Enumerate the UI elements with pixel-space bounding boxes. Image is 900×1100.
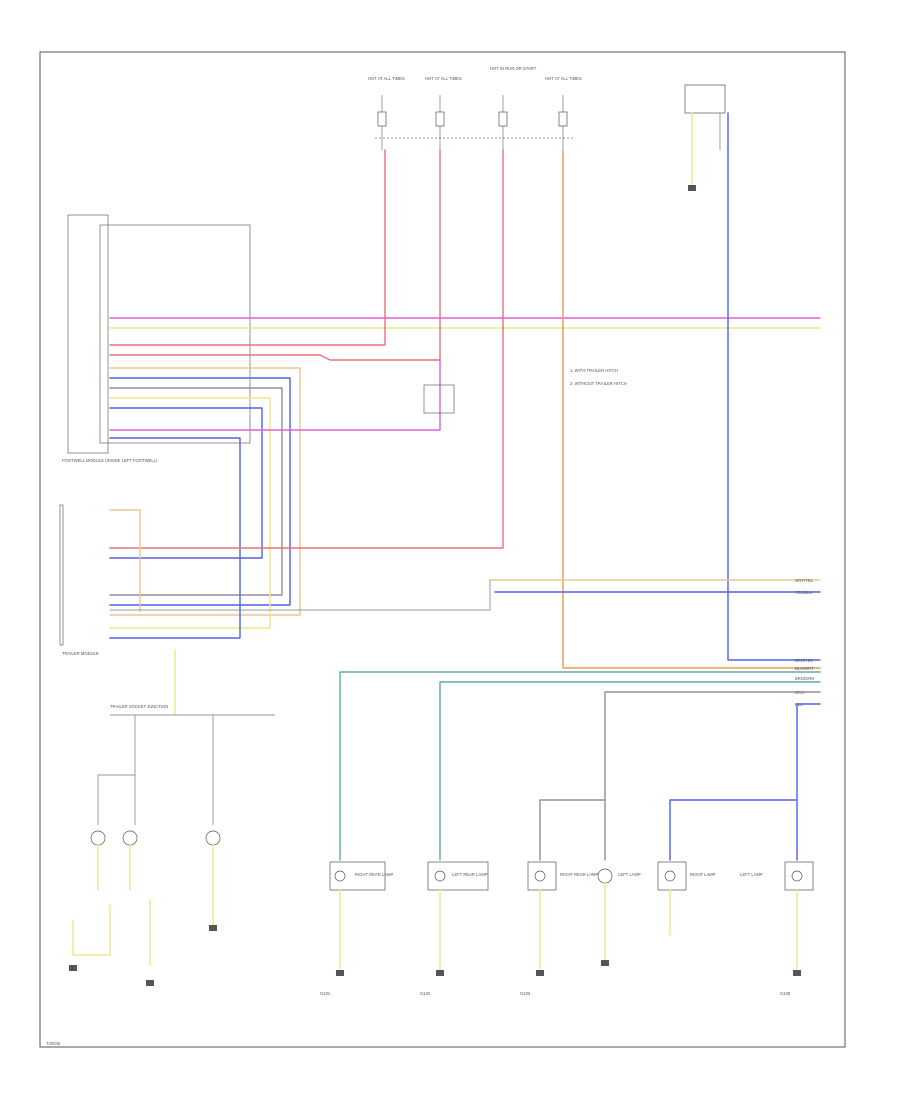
fuse-4-label: HOT AT ALL TIMES [545,76,582,81]
fuse-3: HOT IN RUN OR START [490,66,537,150]
footwell-module-label: FOOTWELL MODULE (INSIDE LEFT FOOTWELL) [62,458,158,463]
trailer-module-label: TRAILER MODULE [62,651,99,656]
lamp-1-label: RIGHT REAR LAMP [355,872,394,877]
right-edge-label-1: YEL/BLU [795,590,812,595]
right-edge-labels: GRY/YEL YEL/BLU BRN/YEL BLU/WHT BRN/GRN … [795,578,814,707]
trailer-junction: TRAILER SOCKET JUNCTION [69,649,275,986]
fuse-1: HOT AT ALL TIMES [368,76,405,150]
note-1: 1. WITH TRAILER HITCH [570,368,618,373]
lamp-4-label: LEFT LAMP [618,872,641,877]
lamp-2-label: LEFT REAR LAMP [452,872,488,877]
splice-block [423,384,455,414]
lamp-4-bulb-icon [597,868,613,884]
fuse-1-label: HOT AT ALL TIMES [368,76,405,81]
lamp-4: LEFT LAMP [597,868,641,966]
ground-3-label: G103 [520,991,531,996]
fuse-2-label: HOT AT ALL TIMES [425,76,462,81]
ground-2-label: G102 [420,991,431,996]
lamp-3-bulb-icon [534,870,546,882]
fuse-4: HOT AT ALL TIMES [545,76,582,150]
lamp-group: RIGHT REAR LAMP G101 LEFT REAR LAMP G102… [320,861,814,996]
fuse-3-label: HOT IN RUN OR START [490,66,537,71]
lamp-5: RIGHT LAMP [657,861,716,936]
lamp-6-bulb-icon [791,870,803,882]
right-edge-label-3: BLU/WHT [795,666,814,671]
footwell-module: FOOTWELL MODULE (INSIDE LEFT FOOTWELL) [62,214,251,463]
lamp-2: LEFT REAR LAMP G102 [420,861,489,996]
ground-1-label: G101 [320,991,331,996]
fuse-group: HOT AT ALL TIMES HOT AT ALL TIMES HOT IN… [368,66,582,150]
footwell-wires [109,149,821,639]
right-edge-label-0: GRY/YEL [795,578,814,583]
footer-code: T20045 [46,1041,61,1046]
lamp-2-bulb-icon [434,870,446,882]
wire-trailer-1 [109,509,141,613]
sensor-module [684,84,726,191]
lamp-1: RIGHT REAR LAMP G101 [320,861,394,996]
lamp-3: RIGHT REAR LAMP G103 [520,861,599,996]
lamp-wires [339,671,821,861]
lamp-6: LEFT LAMP G106 [740,861,814,996]
lamp-1-bulb-icon [334,870,346,882]
wire-fuse-3 [109,149,504,549]
lamp-6-label: LEFT LAMP [740,872,763,877]
right-edge-label-2: BRN/YEL [795,658,814,663]
fuse-2: HOT AT ALL TIMES [425,76,462,150]
wire-fuse-4 [562,149,821,669]
ground-sensor [688,185,696,191]
ground-6-label: G106 [780,991,791,996]
trailer-junction-label: TRAILER SOCKET JUNCTION [110,704,168,709]
wire-sensor [727,112,821,661]
lamp-5-bulb-icon [664,870,676,882]
note-2: 2. WITHOUT TRAILER HITCH [570,381,627,386]
right-edge-label-4: BRN/GRN [795,676,814,681]
lamp-3-label: RIGHT REAR LAMP [560,872,599,877]
diagram-frame [39,51,846,1048]
lamp-5-label: RIGHT LAMP [690,872,716,877]
trailer-module: TRAILER MODULE [59,504,99,656]
